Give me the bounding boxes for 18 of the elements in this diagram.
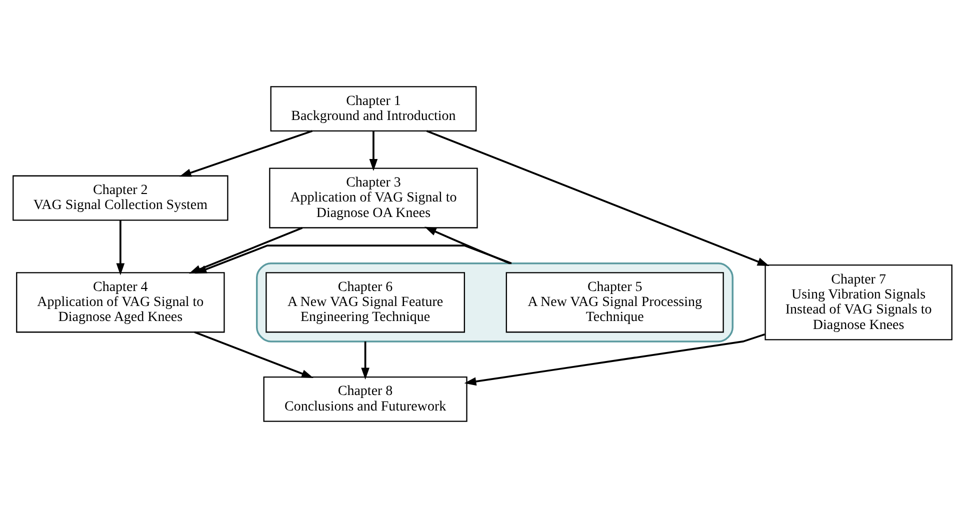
arrow <box>464 333 766 386</box>
cluster <box>256 262 734 342</box>
arrow <box>116 220 125 276</box>
arrow <box>369 131 378 171</box>
node-box: Chapter 3 Application of VAG Signal to Diagnose OA Knees <box>269 168 478 228</box>
arrow <box>179 130 313 177</box>
arrow <box>194 244 512 274</box>
node-box: Chapter 1 Background and Introduction <box>270 86 477 132</box>
arrow <box>361 341 370 380</box>
arrow <box>424 226 510 264</box>
node-box: Chapter 4 Application of VAG Signal to Diagnose Aged Knees <box>16 272 225 333</box>
node-box: Chapter 6 A New VAG Signal Feature Engineering Technique <box>266 272 465 333</box>
node-box: Chapter 2 VAG Signal Collection System <box>12 175 228 221</box>
node-box: Chapter 7 Using Vibration Signals Instead of VAG Signals to Diagnose Knees <box>764 264 952 340</box>
arrow <box>426 130 770 266</box>
node-box: Chapter 8 Conclusions and Futurework <box>263 376 468 422</box>
node-box: Chapter 5 A New VAG Signal Processing Technique <box>506 272 724 333</box>
arrow <box>194 331 314 378</box>
